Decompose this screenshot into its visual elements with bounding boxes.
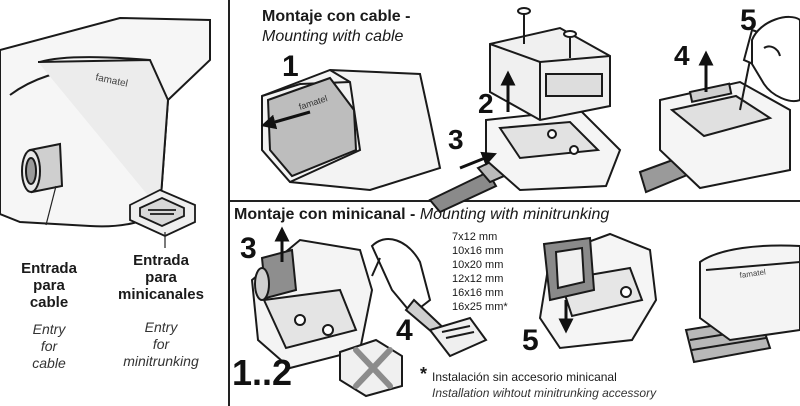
base-wiring-icon: [659, 80, 791, 190]
size-item: 16x25 mm*: [452, 301, 508, 313]
size-item: 16x16 mm: [452, 287, 504, 299]
entry-minitrunking-label-en: Entry for minitrunking: [100, 319, 222, 370]
entry-minitrunking-label-es: Entrada para minicanales: [100, 252, 222, 303]
entry-cable-en-line2: for: [40, 338, 58, 354]
cable-title-en: Mounting with cable: [262, 28, 404, 45]
leader-line-cable: [45, 185, 57, 226]
step-3-cable: 3: [448, 124, 464, 155]
cable-entry-tube-icon: [21, 142, 64, 194]
cover-lift-icon: [489, 26, 611, 122]
cover-removal-icon: famatel: [261, 68, 442, 192]
step-3-minicanal: 3: [240, 232, 257, 265]
entry-cable-es-line1: Entrada: [21, 260, 77, 277]
cross-out-icon: [353, 347, 393, 389]
step-4-cable: 4: [674, 40, 690, 71]
entry-mini-en-line2: for: [152, 336, 170, 352]
entry-mini-en-line1: Entry: [144, 319, 178, 335]
base-step3-icon: [485, 108, 622, 192]
entry-cable-label-en: Entry for cable: [6, 321, 92, 372]
step-5-minicanal: 5: [522, 324, 539, 357]
arrow-step1: [260, 110, 311, 130]
footnote-en: Installation wihtout minitrunking access…: [432, 386, 657, 400]
entry-mini-en-line3: minitrunking: [123, 353, 199, 369]
svg-text:famatel: famatel: [739, 267, 766, 280]
cable-title-es: Montaje con cable -: [262, 8, 411, 25]
hand-icon: [751, 15, 800, 102]
step-1-cable: 1: [282, 50, 299, 83]
arrow-step3: [459, 151, 497, 170]
step-5-cable: 5: [740, 4, 757, 37]
entry-tube-lift-icon: [254, 248, 298, 301]
size-item: 7x12 mm: [452, 231, 498, 243]
minicanal-title: Montaje con minicanal - Mounting with mi…: [234, 206, 609, 224]
size-item: 12x12 mm: [452, 273, 504, 285]
hand-knife-icon: [370, 238, 432, 316]
size-item: 10x20 mm: [452, 259, 504, 271]
size-item: 10x16 mm: [452, 245, 504, 257]
knockout-tab-icon: [428, 316, 488, 358]
entry-cable-es-line2: para: [33, 277, 65, 294]
entry-mini-es-line3: minicanales: [118, 286, 204, 303]
entry-mini-es-line2: para: [145, 269, 177, 286]
entry-cable-en-line1: Entry: [32, 321, 66, 337]
entry-cable-es-line3: cable: [29, 294, 69, 311]
screw-icon: [517, 7, 577, 58]
minicanal-title-es: Montaje con minicanal -: [234, 206, 416, 223]
minicanal-title-en: Mounting with minitrunking: [419, 206, 610, 223]
device-housing-icon: famatel: [0, 16, 211, 228]
step-1-2-minicanal: 1..2: [232, 352, 293, 393]
footnote-star: *: [420, 364, 428, 384]
assembled-unit-icon: famatel: [699, 244, 800, 342]
entry-cable-en-line3: cable: [32, 355, 66, 371]
footnote-es: Instalación sin accesorio minicanal: [432, 370, 617, 384]
step-4-minicanal: 4: [396, 314, 413, 347]
entry-cable-label-es: Entrada para cable: [6, 260, 92, 311]
size-list: 7x12 mm 10x16 mm 10x20 mm 12x12 mm 16x16…: [452, 230, 532, 314]
entry-mini-es-line1: Entrada: [133, 252, 189, 269]
clip-mount-icon: [542, 236, 596, 302]
step-2-cable: 2: [478, 88, 494, 119]
minitrunking-clip-icon: [129, 189, 196, 237]
